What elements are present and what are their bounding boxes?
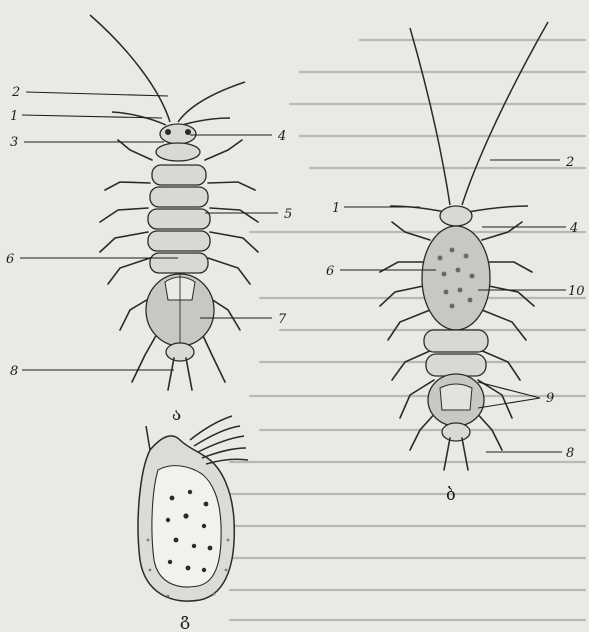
caption-b: ბ: [446, 485, 456, 505]
label-a-2: 2: [11, 85, 20, 100]
label-b-2: 2: [565, 155, 574, 170]
label-a-1: 1: [10, 109, 18, 124]
label-a-3: 3: [10, 135, 18, 150]
isopod-a: [90, 15, 258, 390]
label-b-1: 1: [332, 201, 340, 216]
label-a-4: 4: [277, 129, 286, 144]
label-b-8: 8: [566, 446, 574, 461]
label-b-9: 9: [546, 391, 554, 406]
caption-c: გ: [180, 610, 190, 630]
label-a-5: 5: [284, 207, 292, 222]
label-a-8: 8: [10, 364, 18, 379]
label-b-6: 6: [326, 264, 334, 279]
label-b-10: 10: [568, 284, 585, 299]
label-a-7: 7: [278, 312, 287, 327]
isopod-b: [380, 22, 548, 470]
label-b-4: 4: [569, 221, 578, 236]
caption-a: ა: [172, 405, 181, 425]
background-print: [230, 40, 585, 620]
egg-c: [138, 416, 248, 601]
labels-a: 2 1 3 4 5 6 7 8 ა: [6, 85, 292, 425]
label-a-6: 6: [6, 252, 14, 267]
